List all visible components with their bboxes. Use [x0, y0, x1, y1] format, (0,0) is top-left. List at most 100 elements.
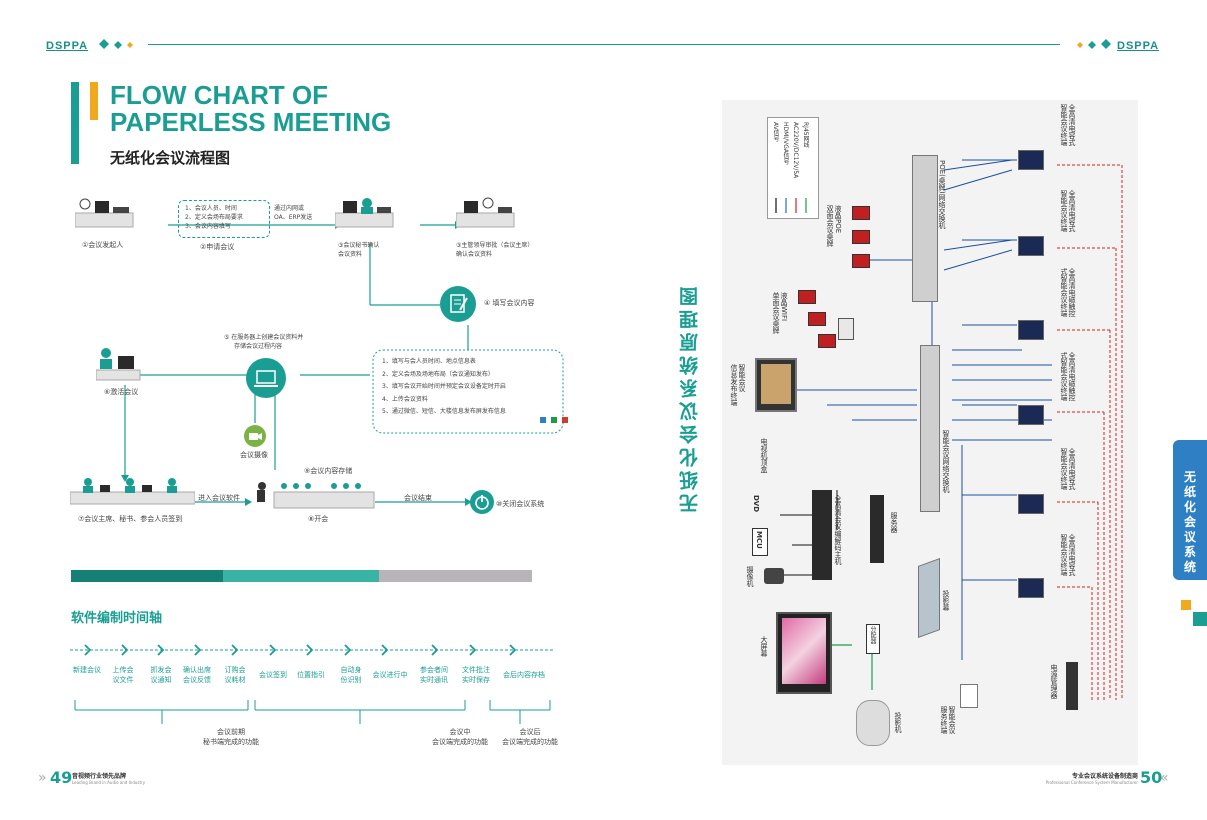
person-computer-icon — [96, 348, 141, 381]
step1-label: ①会议发起人 — [82, 241, 124, 249]
t1-l2: 智能会议终端 — [1060, 104, 1068, 146]
tl2-l1: 上传会 — [112, 666, 134, 674]
st-c3: 化 — [1183, 500, 1196, 514]
wifi-router-icon — [838, 318, 854, 340]
step8-label: ⑧开会 — [308, 515, 329, 523]
enter-label: 进入会议软件 — [198, 494, 240, 502]
note-after-1: 会议后 — [519, 728, 541, 736]
terminal-5-label: 全高清电容式智能会议终端 — [1060, 448, 1076, 490]
tl4-l1: 确认出席 — [183, 666, 211, 674]
st-c5: 议 — [1183, 530, 1196, 544]
footer-right-en: Professional Conference System Manufactu… — [1045, 780, 1138, 785]
poe-nameplate-2 — [852, 230, 870, 244]
record-label: 会议摄像 — [240, 451, 268, 459]
note-during: 会议中会议端完成的功能 — [426, 727, 494, 747]
tl8-l2: 份识别 — [340, 676, 362, 684]
step2-item-2: 2、定义会场布局要求 — [185, 214, 243, 221]
step7-label: ⑦会议主席、秘书、参会人员签到 — [78, 515, 183, 523]
note-before: 会议前期秘书端完成的功能 — [196, 727, 266, 747]
timeline-item-11: 文件批注实时保存 — [456, 665, 496, 685]
st-c2: 纸 — [1183, 485, 1196, 499]
t1-l1: 全高清电容式 — [1068, 104, 1076, 146]
server-unit — [870, 495, 884, 563]
it-l2: 信息发布终端 — [730, 364, 738, 406]
page-title-en-line2: PAPERLESS MEETING — [110, 107, 392, 137]
pdf-icon — [562, 417, 569, 423]
brand-logo-right: DSPPA — [1117, 40, 1160, 52]
tl2-l2: 议文件 — [112, 676, 134, 684]
st-c4: 会 — [1183, 515, 1196, 529]
power-manager-label: 电源管理器 — [1050, 664, 1058, 699]
tl3-l1: 抓发会 — [150, 666, 172, 674]
splitter-box: 分配器 — [866, 624, 880, 654]
st-c1: 无 — [1183, 470, 1196, 484]
main-network-switch — [920, 345, 940, 512]
step3-line2: 会议资料 — [338, 251, 363, 258]
double-chevron-icon-left: » — [38, 770, 47, 786]
step3b-line2: 确认会议资料 — [456, 251, 493, 258]
note-before-1: 会议前期 — [217, 728, 245, 736]
t2-l1: 全高清电容式 — [1068, 190, 1076, 232]
wifi-np-l2: 单面会议桌牌 — [772, 292, 780, 334]
t2-l2: 智能会议终端 — [1060, 190, 1068, 232]
timeline-item-7: 位置指引 — [297, 671, 325, 679]
legend-rj45: RJ45网线 — [802, 122, 809, 148]
color-bar-2 — [223, 570, 379, 582]
tl10-l2: 实时通讯 — [420, 676, 448, 684]
tl10-l1: 参会者间 — [420, 666, 448, 674]
conference-terminal-3 — [1018, 320, 1044, 340]
service-terminal-label: 智能会议服务终端 — [940, 706, 956, 734]
t6-l1: 全高清电容式 — [1068, 534, 1076, 576]
step3b-label: ③主管领导审批（会议主席） 确认会议资料 — [456, 241, 533, 259]
laptop-icon — [246, 358, 286, 398]
t3-l1: 全高清电磁触控 — [1068, 268, 1076, 317]
timeline-item-2: 上传会议文件 — [104, 665, 142, 685]
tl4-l2: 会议反馈 — [183, 676, 211, 684]
detail-item-4: 4、上传会议资料 — [382, 395, 428, 403]
recorder-label: 电视机顶盒 — [760, 438, 768, 473]
step2-label: ②申请会议 — [200, 243, 235, 251]
terminal-6-label: 全高清电容式智能会议终端 — [1060, 534, 1076, 576]
conference-terminal-6 — [1018, 578, 1044, 598]
signin-group-icon — [70, 478, 195, 505]
tl8-l1: 自动身 — [340, 666, 362, 674]
page-title-en-line1: FLOW CHART OF — [110, 80, 329, 110]
timeline-title: 软件编制时间轴 — [71, 611, 163, 626]
color-bar-1 — [71, 570, 223, 582]
step5-line1: ⑤ 在服务器上创建会议资料并 — [224, 334, 304, 341]
excel-icon — [551, 417, 558, 423]
conference-terminal-4 — [1018, 405, 1044, 425]
side-section-tab: 无 纸 化 会 议 系 统 — [1173, 440, 1207, 580]
double-chevron-icon-right: « — [1160, 770, 1169, 786]
video-camera-icon — [244, 425, 266, 447]
info-terminal-label: 智能会议信息发布终端 — [730, 364, 746, 406]
word-icon — [540, 417, 546, 423]
step5-line2: 存储会议过程内容 — [234, 343, 283, 350]
page-title-cn: 无纸化会议流程图 — [110, 149, 231, 167]
it-l1: 智能会议 — [738, 364, 746, 392]
title-accent-bar — [71, 82, 79, 164]
timeline-arrow-line — [70, 644, 555, 656]
detail-item-3: 3、填写会议开始时间并预定会议设备定时开启 — [382, 383, 506, 390]
power-icon — [470, 490, 494, 514]
vertical-diagram-title: 无纸化会议系统原理图 — [679, 283, 701, 513]
timeline-item-6: 会议签到 — [259, 671, 287, 679]
via-line-2: OA、ERP发送 — [274, 214, 313, 221]
tl11-l2: 实时保存 — [462, 676, 490, 684]
timeline-item-5: 订购会议耗材 — [216, 665, 254, 685]
step9-label: ⑨会议内容存储 — [304, 467, 353, 475]
detail-item-1: 1、填写与会人员时间、地点信息表 — [382, 358, 476, 365]
legend-power: AC220V/DC12V/5A — [792, 122, 799, 179]
info-terminal-screen — [755, 358, 797, 412]
diamond-deco-left — [99, 39, 133, 49]
t5-l1: 全高清电容式 — [1068, 448, 1076, 490]
note-after-2: 会议端完成的功能 — [502, 738, 558, 746]
conference-terminal-1 — [1018, 150, 1044, 170]
via-note: 通过内网或 OA、ERP发送 — [274, 204, 312, 222]
step3b-line1: ③主管领导审批（会议主席） — [456, 242, 534, 249]
person-desk-icon-3b — [456, 197, 515, 228]
camera-device — [764, 568, 784, 584]
legend-av: AV信号 — [772, 122, 779, 142]
page-number-left: 49 — [50, 768, 73, 787]
